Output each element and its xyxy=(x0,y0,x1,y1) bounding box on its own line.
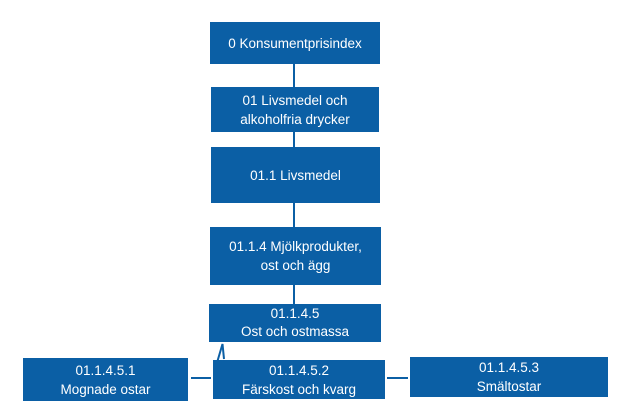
node-label-line2: ost och ägg xyxy=(260,258,331,273)
node-label-line1: 01.1.4.5.3 xyxy=(478,360,540,375)
connector-horizontal-right xyxy=(387,377,408,379)
connector-horizontal-left xyxy=(191,377,211,379)
node-011453-smaltostar: 01.1.4.5.3 Smältostar xyxy=(410,357,608,397)
connector-vertical-1 xyxy=(293,64,295,87)
node-label-line2: alkoholfria drycker xyxy=(240,111,350,127)
connector-vertical-4 xyxy=(293,285,295,304)
node-label-line2: Färskost och kvarg xyxy=(241,381,357,397)
node-01-livsmedel-och-alkoholfria-drycker: 01 Livsmedel och alkoholfria drycker xyxy=(211,87,379,132)
node-label: 01.1 Livsmedel xyxy=(250,167,341,183)
node-label-line2: Smältostar xyxy=(476,379,542,394)
node-0114-mjolkprodukter-ost-och-agg: 01.1.4 Mjölkprodukter, ost och ägg xyxy=(210,227,381,285)
node-label-line1: 01.1.4.5.1 xyxy=(75,362,136,378)
node-label-line2: Mognade ostar xyxy=(60,381,151,397)
node-label-line1: 01 Livsmedel och xyxy=(242,92,348,108)
node-01145-ost-och-ostmassa: 01.1.4.5 Ost och ostmassa xyxy=(209,304,381,342)
node-0-konsumentprisindex: 0 Konsumentprisindex xyxy=(210,22,380,64)
node-label-line1: 01.1.4.5 xyxy=(270,306,320,321)
node-011451-mognade-ostar: 01.1.4.5.1 Mognade ostar xyxy=(23,358,188,401)
node-label-line1: 01.1.4.5.2 xyxy=(268,362,330,378)
node-label-line1: 01.1.4 Mjölkprodukter, xyxy=(229,239,362,254)
node-label: 0 Konsumentprisindex xyxy=(228,35,362,51)
connector-vertical-3 xyxy=(293,203,295,227)
connector-vertical-2 xyxy=(293,132,295,147)
node-label-line2: Ost och ostmassa xyxy=(240,324,350,339)
node-011-livsmedel: 01.1 Livsmedel xyxy=(211,147,380,203)
node-011452-farskost-och-kvarg: 01.1.4.5.2 Färskost och kvarg xyxy=(213,360,385,399)
